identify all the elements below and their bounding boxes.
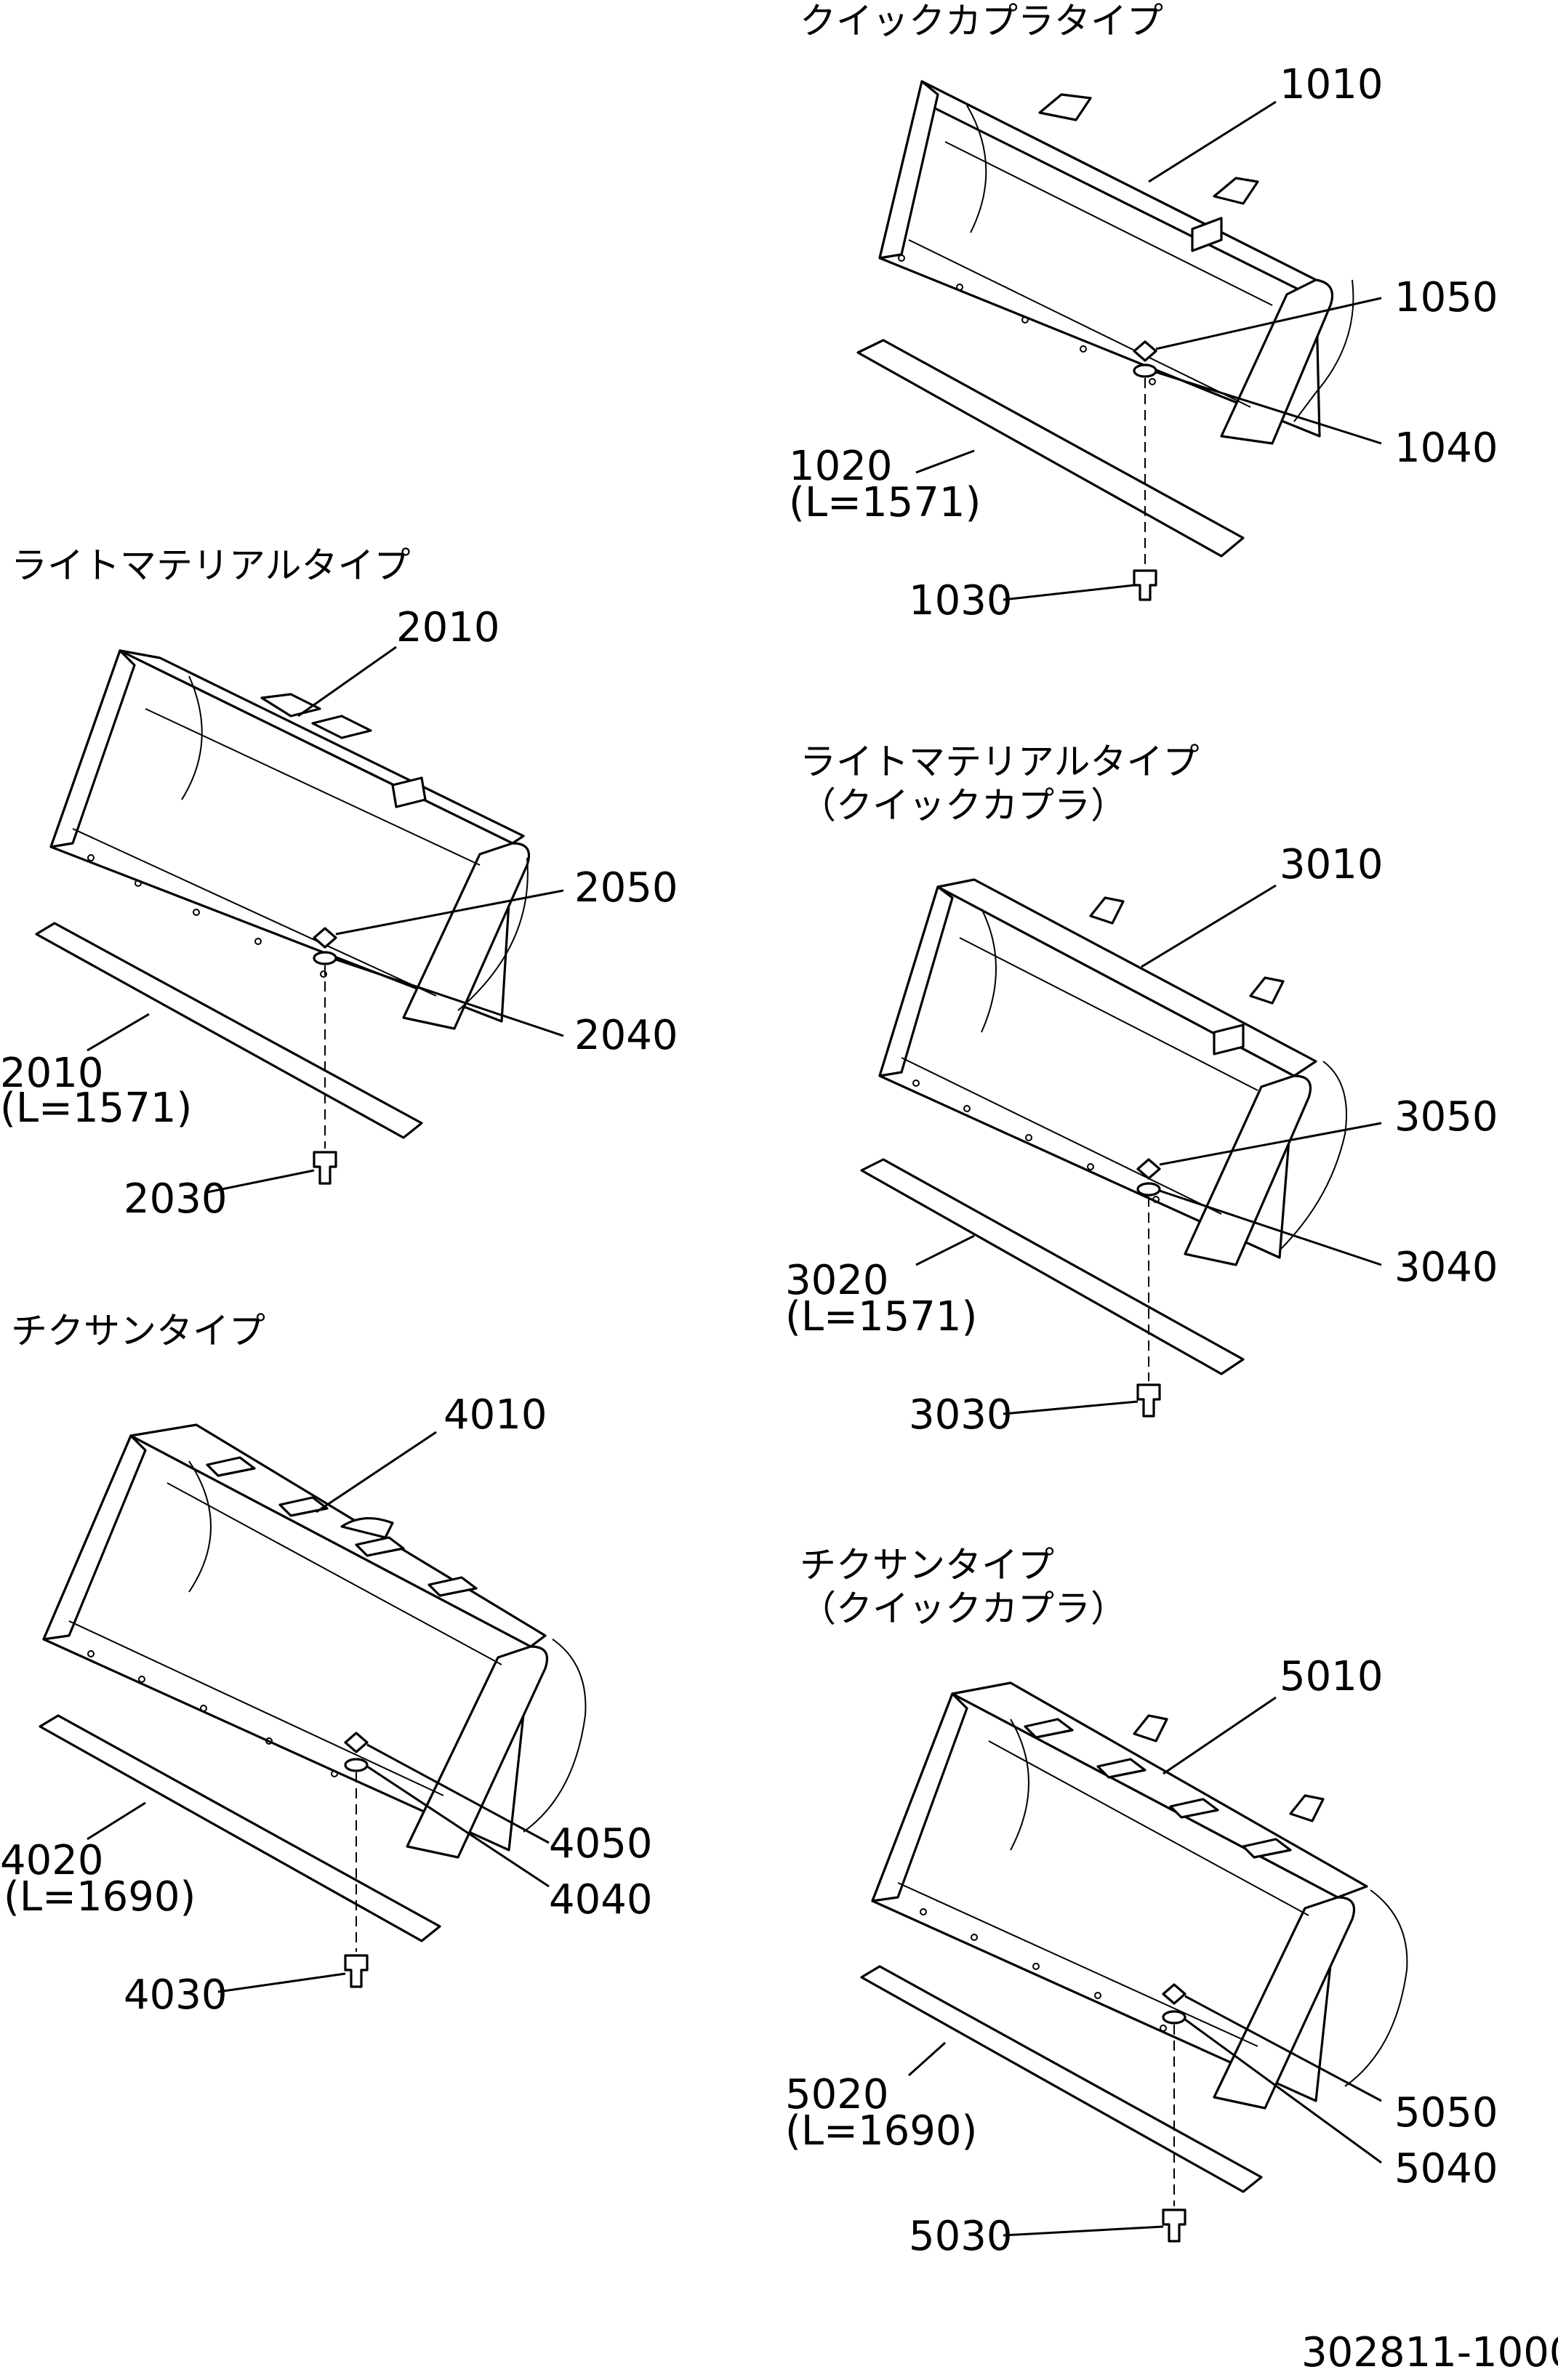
bucket-body	[878, 80, 1354, 445]
bucket-body	[42, 1423, 587, 1859]
section-chikusan: チクサンタイプ	[0, 1310, 653, 2019]
section-title: ライトマテリアルタイプ	[11, 544, 411, 587]
part-length: (L=1690)	[785, 2107, 977, 2155]
bolt	[1133, 569, 1157, 601]
part-label: 5040	[1394, 2145, 1498, 2192]
bucket-body	[49, 649, 531, 1030]
part-label: 1030	[909, 577, 1013, 624]
part-length: (L=1571)	[0, 1085, 192, 1132]
part-label: 2040	[574, 1012, 678, 1059]
part-label: 4030	[124, 1971, 228, 2019]
part-length: (L=1571)	[785, 1293, 977, 1340]
part-label: 2010	[396, 604, 500, 651]
part-label: 1050	[1394, 274, 1498, 321]
part-label: 2050	[574, 864, 678, 912]
nut	[1133, 340, 1157, 362]
section-title: クイックカプラタイプ	[800, 0, 1163, 42]
section-title: ライトマテリアルタイプ	[800, 741, 1200, 783]
washer	[1133, 363, 1157, 378]
part-label: 4010	[443, 1391, 547, 1439]
part-label: 3050	[1394, 1093, 1498, 1141]
section-title: チクサンタイプ	[11, 1310, 265, 1352]
cutting-edge	[860, 1158, 1245, 1375]
section-light-material-quick-coupler: ライトマテリアルタイプ （クイックカプラ）	[785, 741, 1498, 1439]
part-length: (L=1571)	[789, 479, 981, 526]
part-label: 4050	[549, 1820, 653, 1868]
washer	[1136, 1182, 1161, 1197]
washer	[344, 1758, 369, 1772]
nut	[1136, 1158, 1161, 1180]
section-chikusan-quick-coupler: チクサンタイプ （クイックカプラ）	[785, 1544, 1498, 2260]
section-subtitle: （クイックカプラ）	[800, 784, 1127, 827]
drawing-number: 302811-10000	[1301, 2329, 1558, 2376]
cutting-edge	[39, 1714, 441, 1942]
part-length: (L=1690)	[4, 1873, 196, 1921]
part-label: 4020	[0, 1837, 104, 1884]
nut	[313, 927, 337, 949]
part-label: 3020	[785, 1257, 889, 1304]
part-label: 3030	[909, 1391, 1013, 1439]
part-label: 3040	[1394, 1244, 1498, 1291]
part-label: 3010	[1280, 841, 1384, 888]
bucket-body	[871, 1681, 1408, 2110]
part-label: 5050	[1394, 2089, 1498, 2136]
cutting-edge	[856, 339, 1245, 558]
washer	[313, 951, 337, 965]
bolt	[1136, 1383, 1161, 1418]
section-subtitle: （クイックカプラ）	[800, 1588, 1127, 1630]
part-label: 4040	[549, 1876, 653, 1923]
bucket-body	[878, 878, 1347, 1266]
nut	[1162, 1983, 1186, 2005]
part-label: 1040	[1394, 425, 1498, 472]
bolt	[1162, 2208, 1186, 2243]
part-label: 1010	[1280, 61, 1384, 108]
washer	[1162, 2010, 1186, 2025]
cutting-edge	[860, 1965, 1263, 2193]
bolt	[313, 1151, 337, 1185]
section-light-material: ライトマテリアルタイプ 2010	[0, 544, 678, 1223]
nut	[344, 1732, 369, 1753]
part-label: 5010	[1280, 1653, 1384, 1700]
part-label: 1020	[789, 443, 893, 490]
part-label: 2030	[124, 1175, 228, 1223]
section-title: チクサンタイプ	[800, 1544, 1054, 1586]
part-label: 2010	[0, 1050, 104, 1097]
bolt	[344, 1954, 369, 1988]
section-quick-coupler: クイックカプラタイプ 1010	[789, 0, 1498, 624]
part-label: 5030	[909, 2213, 1013, 2260]
part-label: 5020	[785, 2071, 889, 2118]
